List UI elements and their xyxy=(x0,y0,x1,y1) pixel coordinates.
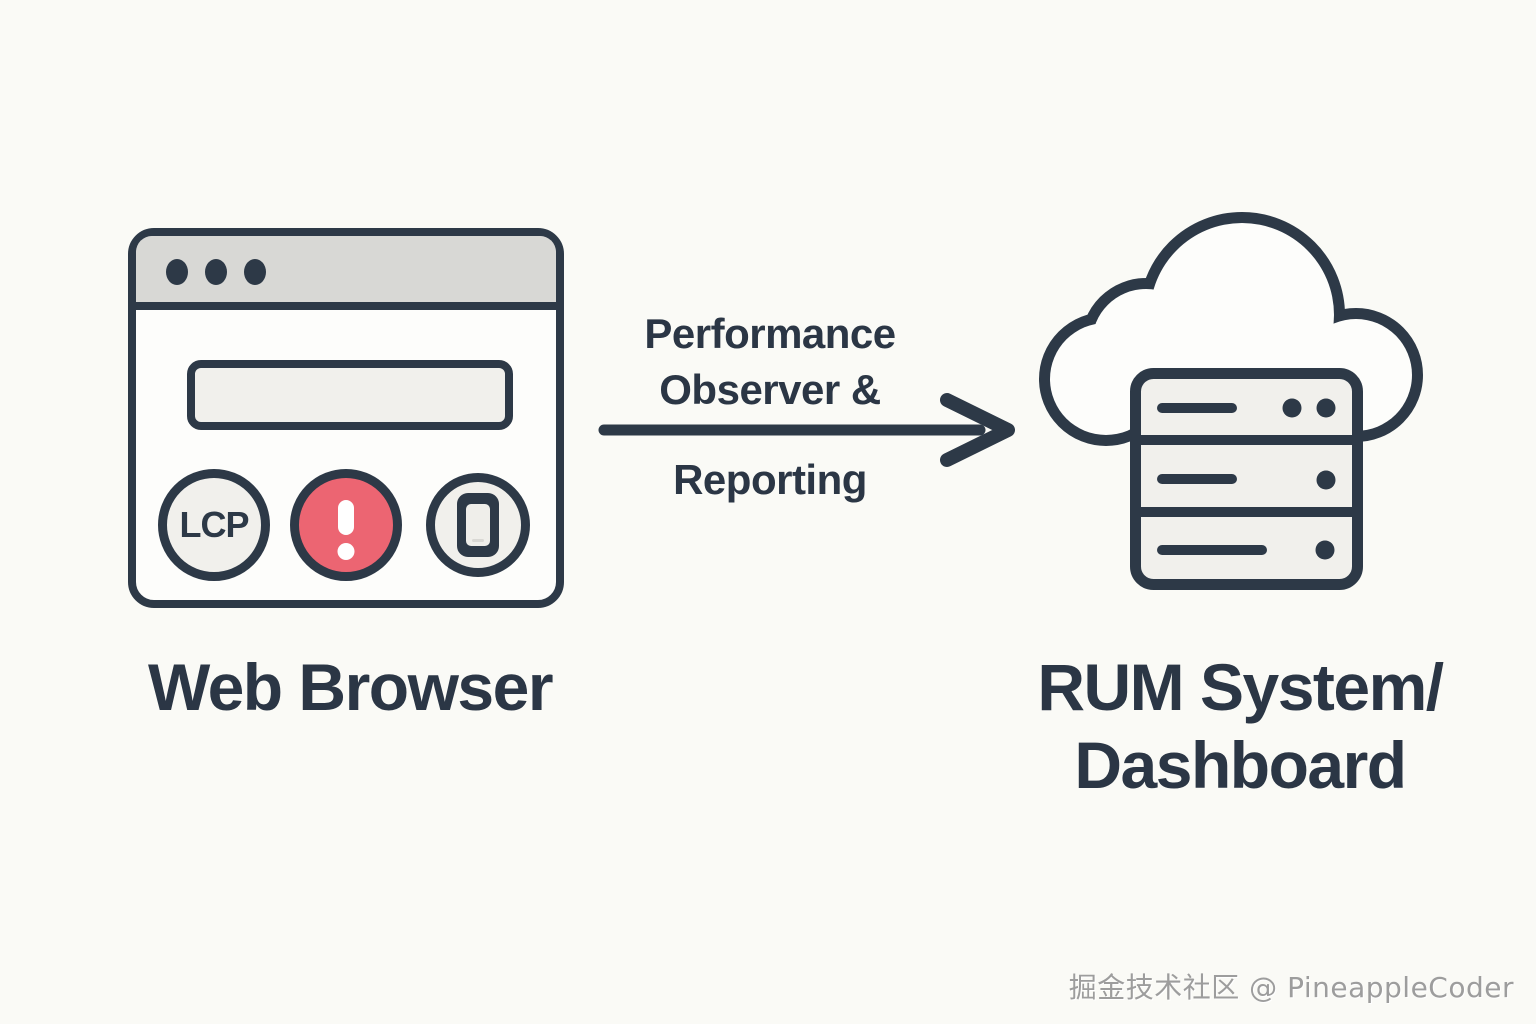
web-browser-label: Web Browser xyxy=(147,650,554,724)
arrow-label-bottom: Reporting xyxy=(673,456,867,503)
phone-home-indicator xyxy=(472,539,484,542)
window-dot-icon xyxy=(166,259,188,285)
mobile-device-icon xyxy=(426,473,530,577)
browser-window-icon: LCP xyxy=(128,228,564,608)
server-rack-icon xyxy=(1130,368,1363,590)
watermark-text: 掘金技术社区 @ PineappleCoder xyxy=(1068,971,1514,1004)
browser-content-area: LCP xyxy=(136,310,556,600)
rum-system-label-line1: RUM System/ xyxy=(1037,650,1444,724)
arrow-label-line2: Observer & xyxy=(659,366,881,413)
cloud-server-icon xyxy=(1039,212,1423,590)
lcp-badge: LCP xyxy=(158,469,270,581)
url-bar xyxy=(187,360,513,430)
rum-system-label-line2: Dashboard xyxy=(1074,728,1407,802)
arrow-label-top: Performance Observer & xyxy=(570,306,970,418)
exclamation-dot xyxy=(337,543,355,560)
lcp-badge-label: LCP xyxy=(179,504,250,545)
window-dot-icon xyxy=(205,259,227,285)
arrow-label-line1: Performance xyxy=(644,310,896,357)
browser-titlebar xyxy=(136,236,556,310)
rum-system-label: RUM System/ Dashboard xyxy=(1000,648,1480,804)
warning-icon xyxy=(290,469,402,581)
arrow-right-icon xyxy=(598,393,1015,467)
exclamation-bar xyxy=(338,500,354,535)
window-dot-icon xyxy=(244,259,266,285)
phone-body xyxy=(457,493,499,557)
